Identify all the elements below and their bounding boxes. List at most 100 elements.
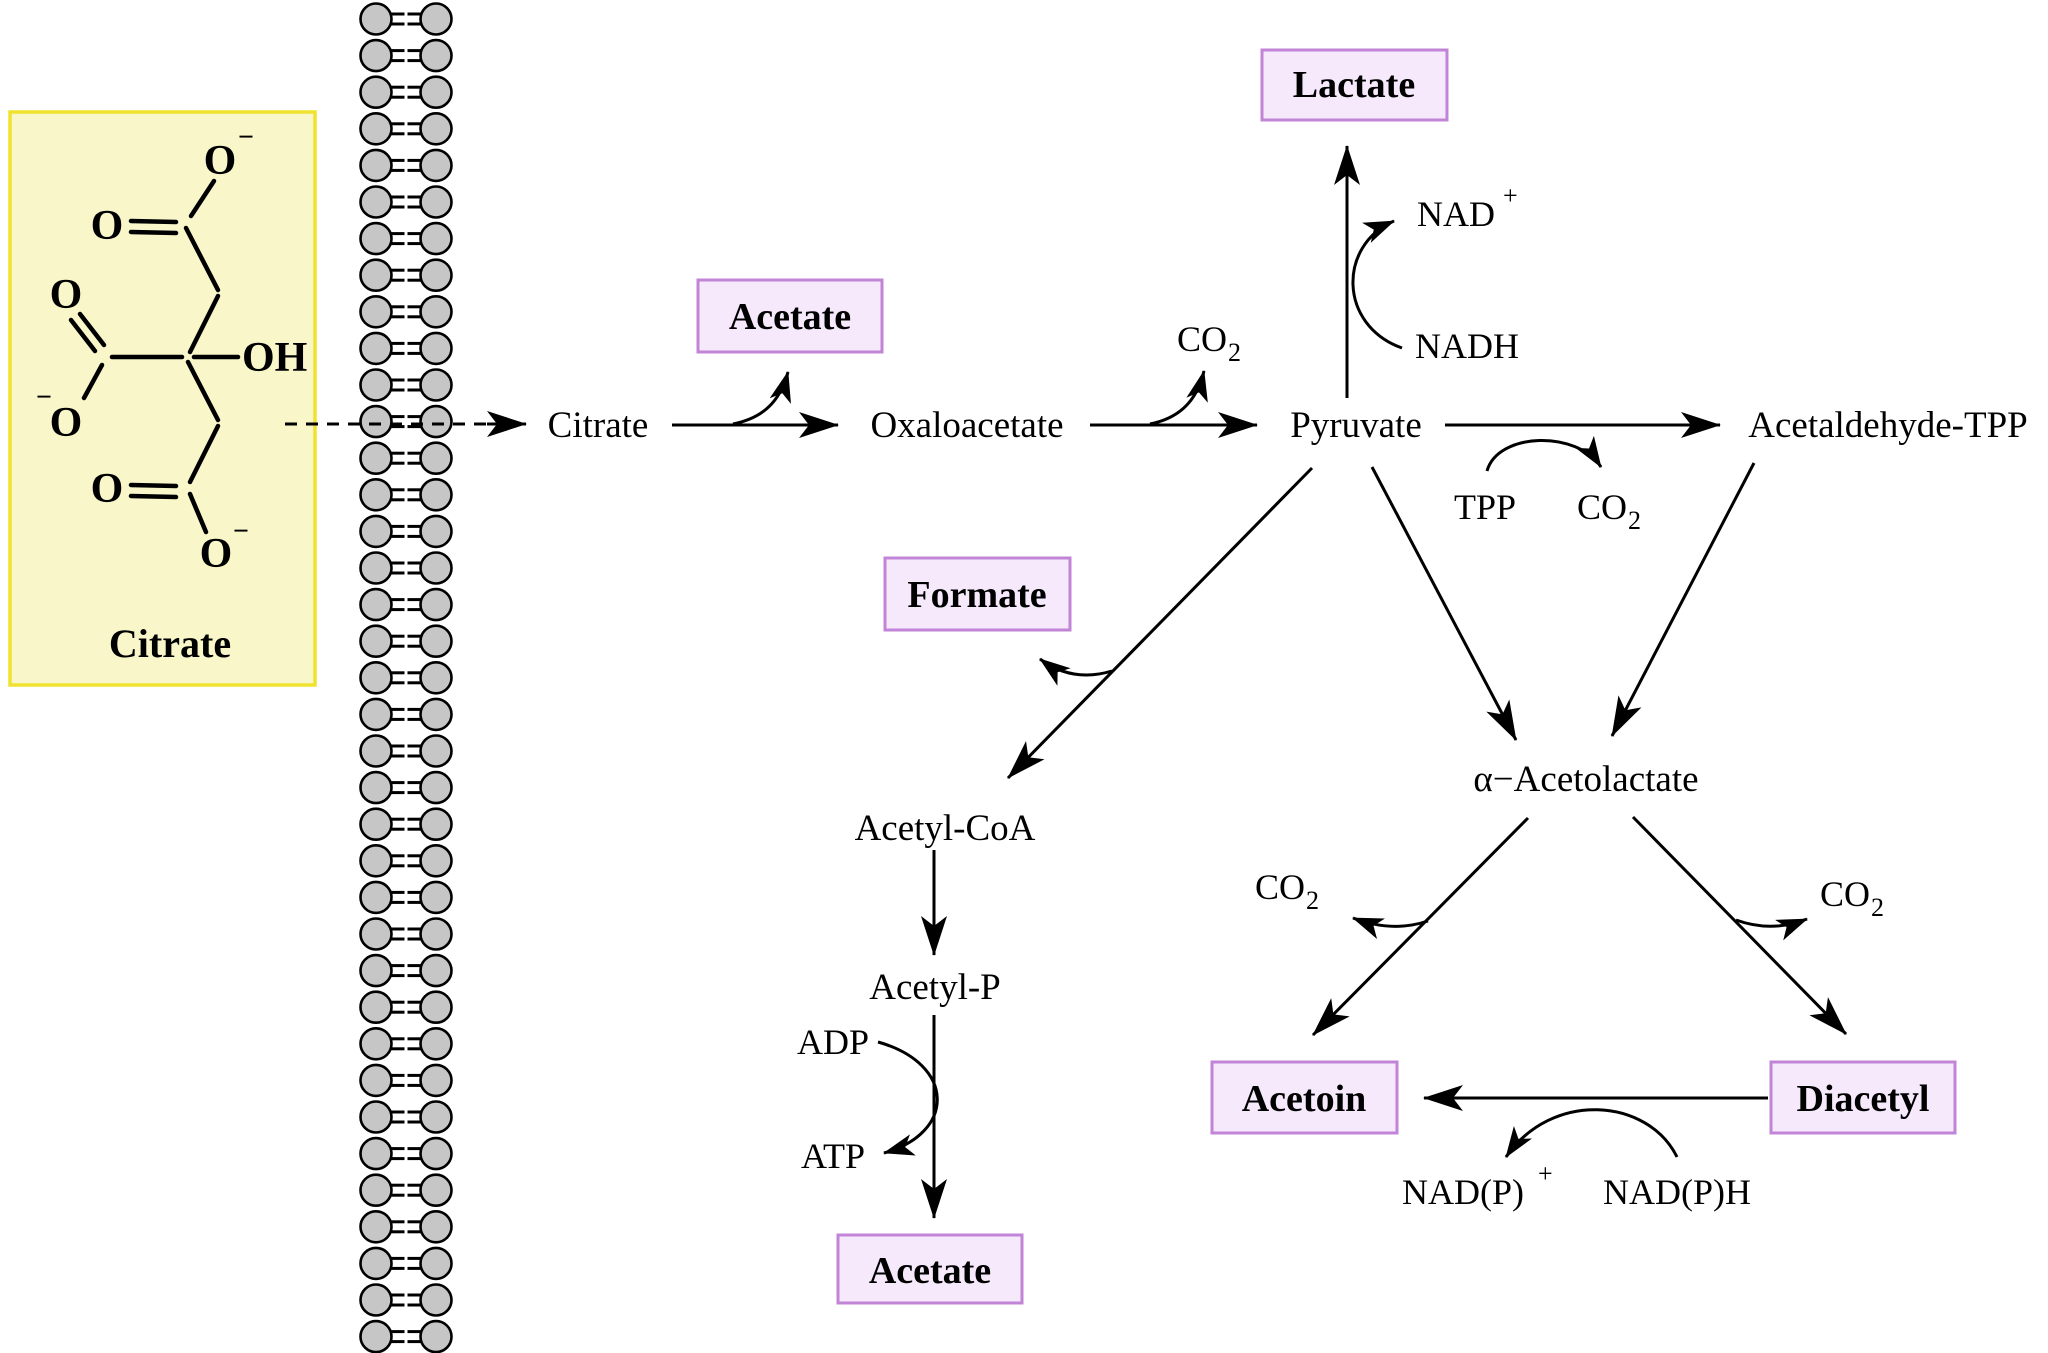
product-boxes: Lactate Acetate Formate Acetate Acetoin … <box>696 48 1957 1305</box>
lipid-head <box>359 1173 393 1207</box>
lipid-head <box>359 734 393 768</box>
lipid-head <box>419 843 453 878</box>
node-acetyl-p: Acetyl-P <box>869 967 1001 1008</box>
tpp-label: TPP <box>1454 487 1516 527</box>
nadph-label: NAD(P)H <box>1603 1172 1751 1212</box>
lipid-head <box>419 807 453 842</box>
lipid-head <box>419 477 453 512</box>
lipid-head <box>419 917 453 951</box>
node-oxaloacetate: Oxaloacetate <box>870 405 1063 446</box>
lipid-head <box>419 1173 453 1207</box>
lipid-head <box>419 1210 453 1244</box>
node-acetaldehyde-tpp: Acetaldehyde-TPP <box>1748 405 2027 446</box>
atom-o-label: O <box>50 400 83 446</box>
lipid-head <box>359 441 393 476</box>
lipid-head <box>419 734 453 768</box>
lipid-head <box>359 880 393 915</box>
bond <box>185 359 221 423</box>
lipid-head <box>359 2 393 36</box>
lipid-head <box>359 1063 393 1098</box>
branch-arrow-adp-to-atp <box>877 1040 939 1156</box>
diacetyl-box <box>1769 1060 1957 1135</box>
lipid-head <box>359 514 393 549</box>
lipid-head <box>359 1283 393 1317</box>
node-pyruvate: Pyruvate <box>1290 405 1422 446</box>
citrate-inset-box <box>8 110 317 687</box>
co2-label-tpp: CO <box>1577 487 1627 527</box>
product-box-acetoin: Acetoin <box>1210 1060 1399 1135</box>
lipid-head <box>359 221 393 256</box>
lipid-head <box>359 660 393 695</box>
lipid-head <box>419 38 453 73</box>
bond <box>188 178 217 219</box>
arrow-acetaldehyde-tpp-to-acetolactate <box>1610 462 1756 737</box>
lipid-head <box>359 404 393 439</box>
lipid-head <box>419 148 453 183</box>
atom-o-label: O <box>200 531 233 577</box>
cofactor-labels: NAD + NADH CO 2 TPP CO 2 ADP ATP CO 2 CO… <box>797 181 1884 1212</box>
lipid-head <box>419 441 453 476</box>
diacetyl-label: Diacetyl <box>1797 1078 1930 1120</box>
atom-o-label: O <box>50 272 83 318</box>
lipid-head <box>419 1246 453 1281</box>
co2-label-diacetyl: CO <box>1820 874 1870 914</box>
lipid-head <box>419 697 453 732</box>
lipid-head <box>419 2 453 36</box>
product-box-acetate-bottom: Acetate <box>836 1233 1024 1305</box>
lipid-head <box>419 1283 453 1317</box>
lipid-head <box>359 1027 393 1061</box>
lipid-head <box>359 294 393 329</box>
bond <box>128 493 179 500</box>
atom-o-label: O <box>91 203 124 249</box>
lipid-head <box>359 1246 393 1281</box>
bond <box>187 293 221 355</box>
adp-label: ADP <box>797 1022 869 1062</box>
lipid-head <box>419 221 453 256</box>
lipid-head <box>419 75 453 109</box>
co2-label-oxaloacetate: CO <box>1177 319 1227 359</box>
pathway-node-labels: Citrate Oxaloacetate Pyruvate Acetaldehy… <box>548 405 2028 1008</box>
bond <box>128 229 179 236</box>
lipid-head <box>359 1319 393 1353</box>
lipid-head <box>359 75 393 109</box>
acetoin-box <box>1210 1060 1399 1135</box>
lipid-head <box>419 368 453 402</box>
arrow-acetolactate-to-acetoin <box>1311 816 1530 1037</box>
lipid-head <box>419 1136 453 1171</box>
lipid-head <box>359 990 393 1025</box>
nadp-plus-label: NAD(P) <box>1402 1172 1524 1212</box>
lipid-head <box>359 697 393 732</box>
acetate-bottom-label: Acetate <box>869 1250 991 1292</box>
lipid-head <box>359 1210 393 1244</box>
lipid-head <box>359 1136 393 1171</box>
lipid-head <box>419 258 453 293</box>
atom-oh-label: OH <box>242 335 307 381</box>
lipid-head <box>419 294 453 329</box>
charge-minus-label: − <box>36 382 52 413</box>
charge-minus-label: − <box>238 122 254 153</box>
branch-arrow-to-co2-acetoin <box>1352 916 1429 940</box>
lipid-head <box>419 1100 453 1134</box>
acetate-top-label: Acetate <box>729 296 851 338</box>
branch-arrow-to-co2-diacetyl <box>1735 917 1808 941</box>
atom-o-label: O <box>91 466 124 512</box>
bond <box>128 218 179 225</box>
lipid-bilayer-membrane-graphic <box>359 2 453 1353</box>
lipid-head <box>359 148 393 183</box>
lipid-head <box>419 1027 453 1061</box>
lipid-head <box>359 917 393 951</box>
branch-arrow-nadh-to-nad <box>1351 219 1403 350</box>
nadp-plus-superscript: + <box>1538 1159 1553 1188</box>
nad-plus-superscript: + <box>1503 181 1518 210</box>
nad-plus-label: NAD <box>1417 194 1495 234</box>
lipid-head <box>359 258 393 293</box>
lipid-head <box>359 587 393 622</box>
lipid-head <box>359 38 393 73</box>
co2-label-acetoin: CO <box>1255 867 1305 907</box>
bond <box>187 423 221 485</box>
lactate-box <box>1260 48 1449 122</box>
lipid-head <box>419 551 453 585</box>
lipid-head <box>419 112 453 146</box>
lipid-head <box>419 185 453 219</box>
